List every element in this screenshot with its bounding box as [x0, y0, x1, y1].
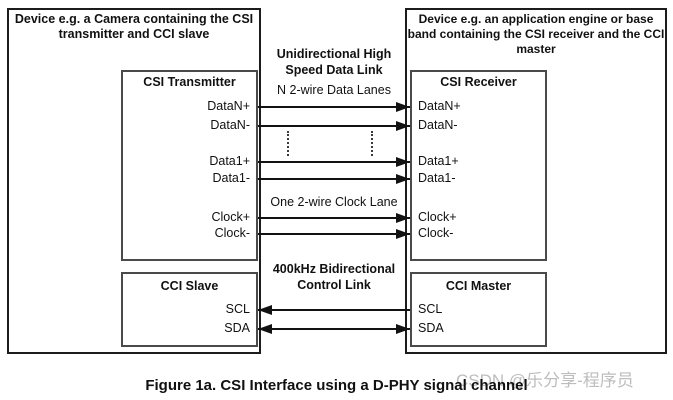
arrowhead-right-clock-plus: [396, 213, 410, 223]
arrowhead-right-datan-plus: [396, 102, 410, 112]
rx-pin-datan-plus: DataN+: [418, 99, 461, 113]
control-link-label: 400kHz Bidirectional Control Link: [272, 262, 396, 292]
wire-data1-plus: [258, 161, 410, 163]
csi-transmitter-title: CSI Transmitter: [143, 75, 236, 89]
arrowhead-left-sda: [258, 324, 272, 334]
wire-sda: [258, 328, 410, 330]
arrowhead-right-datan-minus: [396, 121, 410, 131]
slave-pin-scl: SCL: [225, 302, 250, 316]
rx-pin-datan-minus: DataN-: [418, 118, 458, 132]
tx-pin-data1-minus: Data1-: [212, 171, 250, 185]
cci-master-box: [410, 272, 547, 347]
high-speed-link-label: Unidirectional High Speed Data Link: [276, 47, 392, 77]
figure-caption: Figure 1a. CSI Interface using a D-PHY s…: [145, 377, 528, 394]
csdn-watermark: CSDN @乐分享-程序员: [456, 371, 634, 390]
left-device-title: Device e.g. a Camera containing the CSI …: [14, 12, 254, 41]
lane-ellipsis-right-icon: [371, 131, 373, 156]
tx-pin-data1-plus: Data1+: [209, 154, 250, 168]
tx-pin-datan-minus: DataN-: [210, 118, 250, 132]
master-pin-scl: SCL: [418, 302, 443, 316]
arrowhead-right-clock-minus: [396, 229, 410, 239]
rx-pin-data1-plus: Data1+: [418, 154, 459, 168]
arrowhead-right-data1-minus: [396, 174, 410, 184]
cci-master-title: CCI Master: [445, 279, 512, 293]
csi-transmitter-box: [121, 70, 258, 261]
cci-slave-title: CCI Slave: [160, 279, 219, 293]
left-device-box: [7, 8, 261, 354]
arrowhead-right-data1-plus: [396, 157, 410, 167]
rx-pin-clock-plus: Clock+: [418, 210, 457, 224]
master-pin-sda: SDA: [418, 321, 444, 335]
rx-pin-data1-minus: Data1-: [418, 171, 456, 185]
data-lanes-label: N 2-wire Data Lanes: [277, 83, 391, 97]
tx-pin-datan-plus: DataN+: [207, 99, 250, 113]
tx-pin-clock-minus: Clock-: [214, 226, 250, 240]
csi-receiver-box: [410, 70, 547, 261]
cci-slave-box: [121, 272, 258, 347]
lane-ellipsis-left-icon: [287, 131, 289, 156]
wire-data1-minus: [258, 178, 410, 180]
wire-datan-minus: [258, 125, 410, 127]
right-device-title: Device e.g. an application engine or bas…: [407, 12, 665, 56]
tx-pin-clock-plus: Clock+: [211, 210, 250, 224]
wire-scl: [258, 309, 410, 311]
arrowhead-left-scl: [258, 305, 272, 315]
arrowhead-right-sda: [396, 324, 410, 334]
slave-pin-sda: SDA: [224, 321, 250, 335]
rx-pin-clock-minus: Clock-: [418, 226, 454, 240]
clock-lane-label: One 2-wire Clock Lane: [270, 195, 398, 209]
wire-datan-plus: [258, 106, 410, 108]
wire-clock-plus: [258, 217, 410, 219]
csi-receiver-title: CSI Receiver: [440, 75, 517, 89]
wire-clock-minus: [258, 233, 410, 235]
